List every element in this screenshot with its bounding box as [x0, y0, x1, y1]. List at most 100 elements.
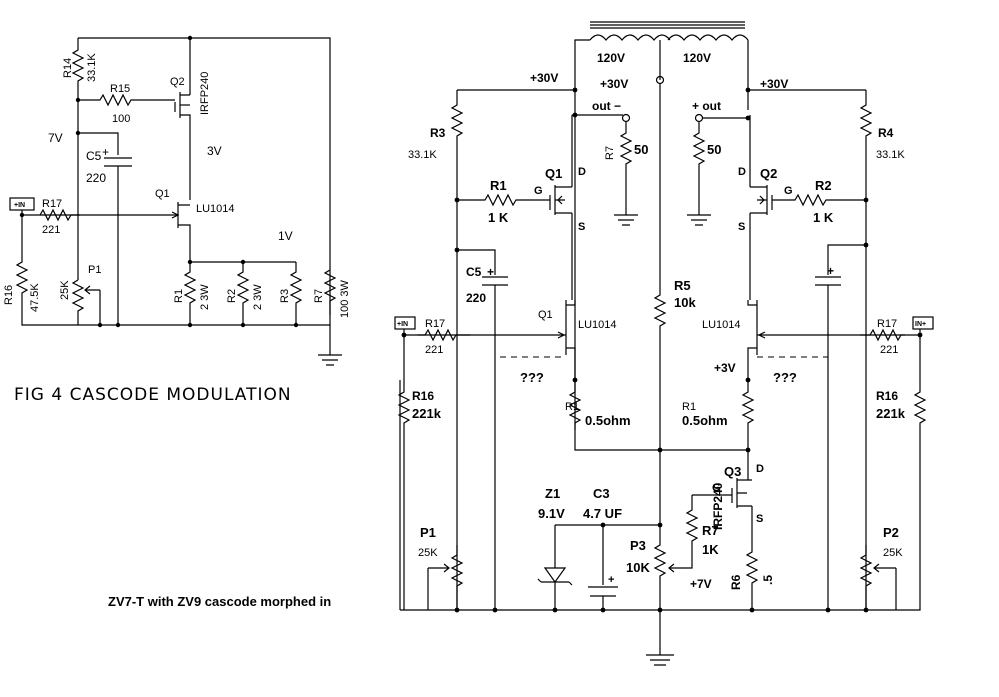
fig4-r2-name: R2 — [226, 289, 238, 303]
right-unknown: ??? — [773, 370, 797, 385]
fig4-r14-value: 33.1K — [86, 53, 98, 82]
q3-name: Q3 — [724, 464, 741, 479]
left-lu1014-name: Q1 — [538, 309, 553, 321]
right-q2-drain: D — [738, 166, 746, 178]
fig4-q2-part: IRFP240 — [199, 72, 211, 115]
right-input-label: IN+ — [915, 321, 926, 328]
right-q2-symbol — [749, 115, 773, 300]
fig4-r15-value: 100 — [112, 113, 130, 125]
left-p1-symbol — [450, 545, 464, 610]
left-c5-name: C5 — [466, 265, 482, 279]
right-q2-source: S — [738, 221, 745, 233]
z1-value: 9.1V — [538, 506, 565, 521]
right-p2-wiper — [873, 563, 897, 610]
fig4-r2-value: 2 3W — [252, 284, 264, 310]
fig4-r15-name: R15 — [110, 83, 130, 95]
z1-name: Z1 — [545, 486, 560, 501]
center-r5-symbol — [653, 84, 667, 450]
p3-value: 10K — [626, 560, 650, 575]
left-p1-value: 25K — [418, 547, 438, 559]
ground-bus — [400, 430, 921, 611]
left-q1-source: S — [578, 221, 585, 233]
left-c5-value: 220 — [466, 291, 486, 305]
main-circuit: 120V 120V +30V +30V R3 33.1K R1 1 K Q1 G… — [394, 21, 934, 666]
main-ground-symbol — [646, 654, 674, 666]
q3-gate: G — [712, 482, 721, 494]
right-r17-value: 221 — [880, 344, 898, 356]
right-r4-symbol — [859, 90, 873, 200]
fig4-r1-value: 2 3W — [199, 284, 211, 310]
fig4-r2-symbol — [236, 262, 250, 325]
left-r3-name: R3 — [430, 126, 446, 140]
right-c5-top-wire — [827, 244, 866, 275]
left-lu1014-symbol — [418, 300, 576, 380]
fig4-junctions — [19, 35, 299, 328]
center-r5-value: 10k — [674, 295, 696, 310]
c3-name: C3 — [593, 486, 610, 501]
fig4-p1-name: P1 — [88, 264, 101, 276]
left-r1-name: R1 — [490, 178, 507, 193]
fig4-c5-plus: + — [102, 145, 109, 159]
z1-symbol — [537, 525, 573, 610]
left-r17-value: 221 — [425, 344, 443, 356]
left-r1-value: 1 K — [488, 210, 509, 225]
right-input-terminal — [912, 316, 934, 330]
right-p2-symbol — [859, 545, 873, 610]
fig4-p1-value: 25K — [59, 280, 71, 300]
left-p1-name: P1 — [420, 525, 436, 540]
out-negative-label: out − — [592, 99, 621, 113]
out-positive-terminal — [694, 113, 704, 123]
left-source-resistor — [568, 380, 748, 451]
left-p1-wiper — [427, 563, 450, 610]
fig4-r7-name: R7 — [313, 289, 325, 303]
left-r7-symbol — [619, 122, 633, 215]
left-unknown: ??? — [520, 370, 544, 385]
fig4-r14-name: R14 — [62, 58, 74, 78]
left-source-resistor-name: R1 — [565, 401, 579, 413]
right-source-resistor — [741, 380, 755, 450]
left-r1-symbol — [457, 193, 550, 207]
right-lu1014-part: LU1014 — [702, 319, 741, 331]
left-r17-symbol — [404, 328, 470, 342]
left-c5-symbol — [482, 276, 508, 286]
left-r7-value: 50 — [634, 142, 648, 157]
fig4-r7-symbol — [323, 269, 337, 325]
q3-source: S — [756, 513, 763, 525]
fig4-r17-value: 221 — [42, 224, 60, 236]
q3-drain: D — [756, 463, 764, 475]
p3-symbol — [653, 525, 667, 655]
fig4-r16-symbol — [15, 250, 118, 326]
right-r17-symbol — [860, 328, 920, 342]
left-q1-symbol — [549, 115, 573, 300]
center-r7-value: 1K — [702, 542, 719, 557]
fig4-q1-part: LU1014 — [196, 203, 235, 215]
left-r3-value: 33.1K — [408, 149, 437, 161]
out-positive-label: + out — [692, 99, 721, 113]
q3-part: IRFP240 — [711, 482, 725, 530]
right-source-resistor-name: R1 — [682, 401, 696, 413]
right-voltage-3v: +3V — [714, 361, 736, 375]
fig4-ground-bus — [118, 324, 331, 355]
fig4-c5-value: 220 — [86, 171, 106, 185]
fig4-q2-name: Q2 — [170, 76, 185, 88]
p3-name: P3 — [630, 538, 646, 553]
fig4-r14-symbol — [71, 38, 85, 100]
fig4-r1-name: R1 — [173, 289, 185, 303]
center-r7-symbol — [670, 495, 699, 569]
left-c5-top-wire — [457, 249, 496, 275]
c3-value: 4.7 UF — [583, 506, 622, 521]
fig4-input-label: +IN — [14, 202, 25, 209]
fig4-r3-symbol — [289, 262, 303, 325]
left-c5-plus: + — [487, 265, 494, 279]
left-input-label: +IN — [397, 321, 408, 328]
left-r16-value: 221k — [412, 406, 442, 421]
left-lu1014-part: LU1014 — [578, 319, 617, 331]
center-rail-voltage: +30V — [600, 77, 628, 91]
c3-symbol — [588, 525, 618, 610]
left-r7-name: R7 — [604, 146, 616, 160]
fig4-p1-wiper — [84, 285, 101, 325]
r6-name: R6 — [729, 574, 743, 590]
fig4-r16-name: R16 — [3, 285, 15, 305]
fig4-circuit: R14 33.1K R15 100 Q2 IRFP240 7V C5 + 220… — [3, 35, 351, 405]
c3-plus: + — [608, 574, 614, 586]
